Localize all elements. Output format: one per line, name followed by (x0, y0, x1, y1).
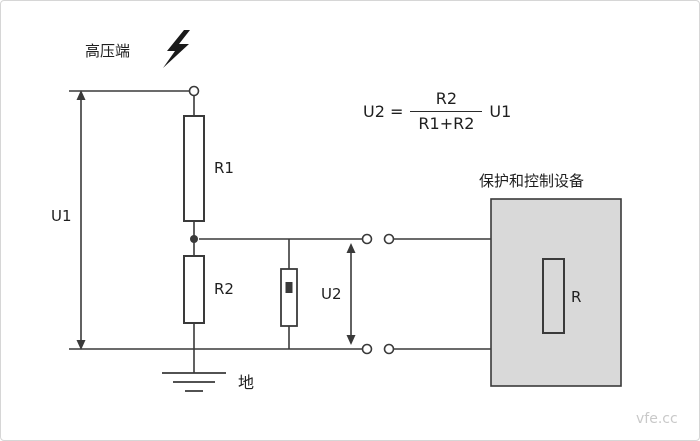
terminal-high-voltage (188, 85, 200, 97)
junction-dot (190, 235, 198, 243)
surge-arrester-dot (285, 282, 293, 293)
formula-lhs: U2 = (363, 102, 404, 121)
formula-fraction: R2 R1+R2 (410, 89, 483, 134)
u1-arrow (76, 90, 86, 350)
label-device-title: 保护和控制设备 (479, 172, 585, 190)
u2-arrowhead-top (346, 243, 356, 253)
label-u2: U2 (321, 285, 342, 303)
terminal-middle-right (383, 233, 395, 245)
label-r2: R2 (214, 280, 234, 298)
resistor-r (542, 258, 565, 334)
surge-arrester (280, 268, 298, 327)
terminal-middle-left (361, 233, 373, 245)
label-high-voltage: 高压端 (85, 42, 131, 60)
terminal-bottom-left (361, 343, 373, 355)
u1-arrowhead-top (76, 90, 86, 100)
u2-arrowhead-bottom (346, 335, 356, 345)
resistor-r1 (183, 115, 205, 222)
label-ground: 地 (238, 373, 255, 392)
ground-symbol (162, 372, 226, 392)
u2-arrow (346, 243, 356, 345)
lightning-icon (163, 30, 190, 68)
formula-numerator: R2 (435, 89, 458, 108)
formula-rhs: U1 (489, 102, 512, 121)
resistor-r2 (183, 255, 205, 324)
terminal-bottom-right (383, 343, 395, 355)
watermark: vfe.cc (636, 411, 678, 427)
label-u1: U1 (51, 207, 72, 225)
label-r1: R1 (214, 159, 234, 177)
formula-denominator: R1+R2 (410, 111, 483, 134)
voltage-divider-formula: U2 = R2 R1+R2 U1 (363, 89, 511, 134)
label-r: R (571, 288, 582, 306)
u1-arrowhead-bottom (76, 340, 86, 350)
